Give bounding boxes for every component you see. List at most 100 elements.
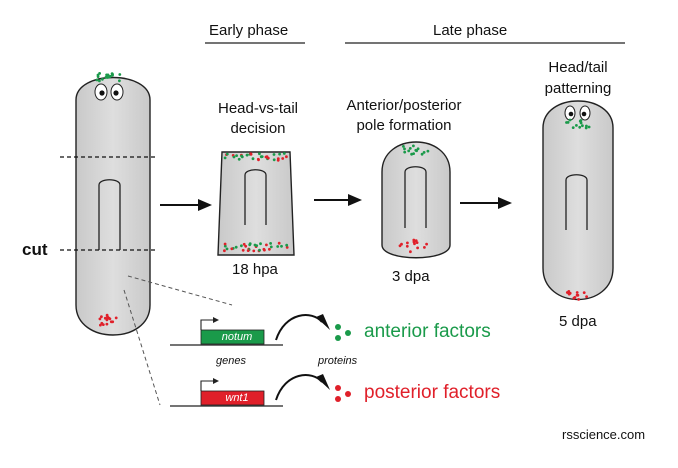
marker-dot <box>409 250 412 254</box>
marker-dot <box>262 247 266 251</box>
marker-dot <box>98 317 102 321</box>
marker-dot <box>280 244 283 248</box>
marker-dot <box>269 245 273 249</box>
marker-dot <box>575 124 578 127</box>
eyes-icon <box>94 83 124 101</box>
marker-dot <box>269 242 272 245</box>
marker-dot <box>252 249 256 253</box>
fragment-18hpa <box>217 151 295 256</box>
arrow-2 <box>314 194 362 206</box>
marker-dot <box>581 124 584 128</box>
marker-dot <box>98 79 101 83</box>
head-vs-tail-label: Head-vs-tail decision <box>198 99 318 139</box>
arrow-3 <box>460 197 512 209</box>
marker-dot <box>101 77 104 81</box>
marker-dot <box>95 78 99 82</box>
marker-dot <box>259 242 262 246</box>
marker-dot <box>105 317 109 321</box>
marker-dot <box>225 152 229 156</box>
fragment-3dpa <box>381 141 451 259</box>
marker-dot <box>578 125 582 129</box>
time-18hpa: 18 hpa <box>232 261 278 278</box>
credit-text: rsscience.com <box>562 427 646 442</box>
proteins-caption: proteins <box>318 355 358 367</box>
marker-dot <box>408 147 412 150</box>
time-5dpa: 5 dpa <box>559 313 597 330</box>
marker-dot <box>111 73 114 77</box>
anterior-protein-dots <box>335 324 351 341</box>
marker-dot <box>223 244 227 248</box>
marker-dot <box>282 152 286 155</box>
pharynx <box>244 169 267 225</box>
marker-dot <box>260 155 264 159</box>
marker-dot <box>402 145 405 148</box>
early-phase-label: Early phase <box>209 22 289 39</box>
pole-formation-line2: pole formation <box>356 117 452 134</box>
marker-dot <box>285 246 289 249</box>
marker-dot <box>105 313 109 317</box>
marker-dot <box>245 153 249 157</box>
marker-dot <box>268 247 271 251</box>
pharynx <box>98 179 121 250</box>
marker-dot <box>412 152 415 156</box>
marker-dot <box>571 126 575 129</box>
marker-dot <box>416 147 420 151</box>
marker-dot <box>398 244 402 248</box>
marker-dot <box>425 242 428 246</box>
marker-dot <box>244 244 248 248</box>
eyes-icon <box>564 105 591 121</box>
marker-dot <box>255 244 259 248</box>
marker-dot <box>406 241 409 245</box>
gene-notum-label: notum <box>221 331 253 343</box>
pole-formation-line1: Anterior/posterior <box>346 97 462 114</box>
marker-dot <box>403 150 407 154</box>
anterior-dots-3dpa <box>402 144 430 156</box>
gene-wnt1 <box>170 378 283 407</box>
posterior-protein-dots <box>335 385 351 402</box>
marker-dot <box>407 149 411 153</box>
zoom-line-upper <box>127 275 233 306</box>
marker-dot <box>577 298 580 301</box>
pole-formation-label: Anterior/posterior pole formation <box>336 96 472 136</box>
marker-dot <box>105 73 108 77</box>
posterior-dots-5dpa <box>565 290 588 301</box>
anterior-factors-label: anterior factors <box>364 321 491 342</box>
marker-dot <box>265 155 269 159</box>
marker-dot <box>403 147 406 151</box>
marker-dot <box>578 119 582 123</box>
posterior-dots-3dpa <box>398 238 428 254</box>
marker-dot <box>265 243 268 247</box>
pharynx <box>565 174 588 230</box>
marker-dot <box>585 124 588 128</box>
patterning-line1: Head/tail <box>548 59 608 76</box>
time-3dpa: 3 dpa <box>392 268 430 285</box>
marker-dot <box>104 76 108 79</box>
marker-dot <box>246 249 250 253</box>
posterior-factors-label: posterior factors <box>364 382 501 403</box>
marker-dot <box>575 293 579 297</box>
translation-arrow-anterior <box>275 314 330 341</box>
translation-arrow-posterior <box>275 374 330 401</box>
marker-dot <box>249 152 253 156</box>
zoom-line-lower <box>123 289 161 406</box>
marker-dot <box>423 246 426 249</box>
marker-dot <box>240 244 243 248</box>
marker-dot <box>276 157 280 161</box>
marker-dot <box>587 125 591 129</box>
marker-dot <box>567 292 571 296</box>
marker-dot <box>276 245 280 248</box>
marker-dot <box>573 296 577 299</box>
marker-dot <box>99 323 102 327</box>
marker-dot <box>258 248 261 252</box>
pharynx <box>404 166 427 228</box>
marker-dot <box>575 291 579 294</box>
marker-dot <box>98 72 101 75</box>
marker-dot <box>257 158 260 162</box>
posterior-dots-tail <box>98 313 118 327</box>
marker-dot <box>281 157 285 160</box>
marker-dot <box>100 315 103 319</box>
marker-dot <box>251 157 255 161</box>
marker-dot <box>582 291 586 294</box>
worm-5dpa <box>542 100 614 301</box>
